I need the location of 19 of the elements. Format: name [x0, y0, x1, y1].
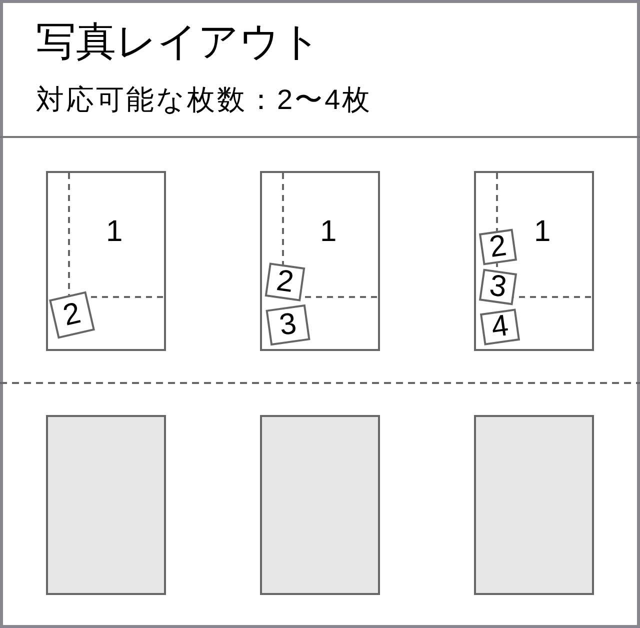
photo-number: 2	[60, 298, 84, 332]
photo-frame	[478, 268, 518, 306]
photo-number: 3	[488, 270, 508, 304]
photo-number: 4	[490, 310, 510, 344]
photo-number: 3	[278, 308, 298, 342]
photo-number: 2	[274, 266, 296, 298]
subtitle: 対応可能な枚数：2〜4枚	[36, 86, 372, 114]
photo-number: 2	[488, 230, 508, 264]
photo-frame	[264, 262, 306, 302]
photo-placeholder	[260, 415, 380, 595]
photo-placeholder	[46, 415, 166, 595]
photo-frame	[478, 228, 518, 266]
photo-number: 1	[320, 217, 337, 247]
photo-number: 1	[534, 217, 551, 247]
photo-frame	[480, 308, 520, 346]
photo-frame	[266, 304, 310, 346]
title: 写真レイアウト	[36, 22, 321, 62]
photo-number: 1	[106, 217, 123, 247]
photo-placeholder	[474, 415, 594, 595]
